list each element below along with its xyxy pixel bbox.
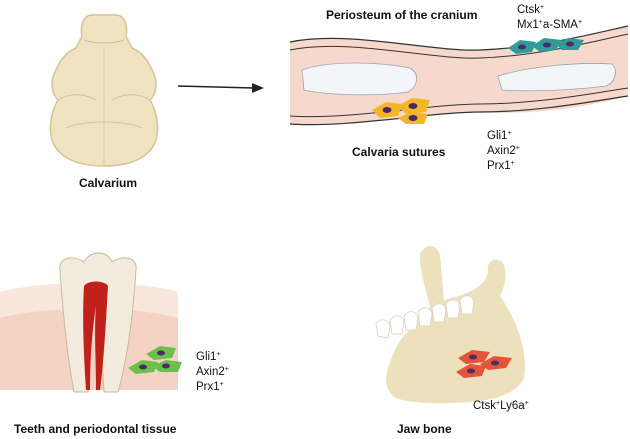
jaw-cells bbox=[456, 350, 512, 378]
calvarium-label: Calvarium bbox=[79, 176, 138, 190]
jaw-bone-illustration bbox=[375, 245, 525, 404]
calvarium-skull-illustration bbox=[49, 14, 159, 167]
periodontal-cells bbox=[128, 346, 182, 374]
calvaria-sutures-label: Calvaria sutures bbox=[352, 145, 446, 159]
marker-line: Ctsk+ bbox=[517, 4, 545, 16]
marker-line: Axin2+ bbox=[196, 366, 229, 378]
tooth-illustration bbox=[0, 252, 178, 393]
marker-line: Ctsk+Ly6a+ bbox=[473, 400, 529, 412]
marker-line: Prx1+ bbox=[487, 160, 515, 172]
marker-line: Axin2+ bbox=[487, 145, 520, 157]
marker-line: Mx1+a-SMA+ bbox=[517, 19, 583, 31]
periosteum-cells bbox=[508, 38, 584, 54]
suture-cells bbox=[372, 98, 430, 124]
suture-markers: Gli1+ Axin2+ Prx1+ bbox=[487, 129, 520, 174]
marker-line: Prx1+ bbox=[196, 381, 224, 393]
marker-line: Gli1+ bbox=[487, 130, 512, 142]
arrow bbox=[177, 83, 264, 93]
periosteum-title: Periosteum of the cranium bbox=[326, 8, 478, 22]
periosteum-markers: Ctsk+ Mx1+a-SMA+ bbox=[517, 3, 582, 33]
teeth-title: Teeth and periodontal tissue bbox=[14, 422, 177, 436]
jaw-markers: Ctsk+Ly6a+ bbox=[473, 399, 529, 414]
marker-line: Gli1+ bbox=[196, 351, 221, 363]
teeth-markers: Gli1+ Axin2+ Prx1+ bbox=[196, 350, 229, 395]
jaw-title: Jaw bone bbox=[397, 422, 452, 436]
